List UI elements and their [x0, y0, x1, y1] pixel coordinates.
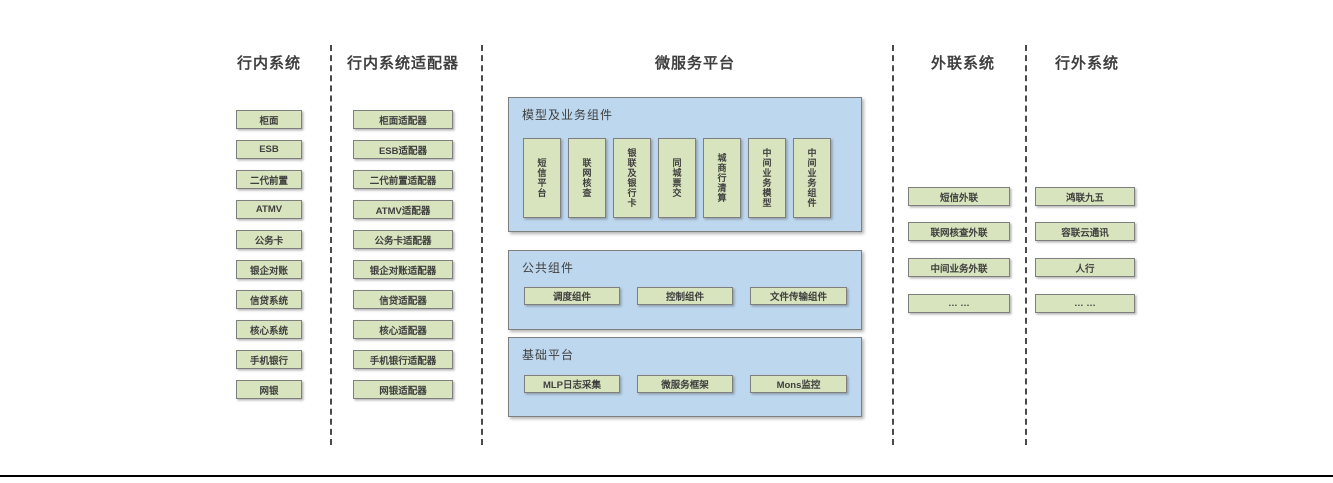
- outreach-system-box: … …: [908, 294, 1010, 313]
- column-header-external-systems: 行外系统: [1054, 55, 1119, 72]
- internal-system-box: 手机银行: [236, 350, 302, 369]
- model-component-box: 城商行清算: [703, 138, 741, 218]
- bottom-rule: [0, 475, 1333, 477]
- adapter-box: 核心适配器: [353, 320, 453, 339]
- dashed-separator-4: [1025, 45, 1027, 445]
- dashed-separator-2: [481, 45, 483, 445]
- internal-system-box: 银企对账: [236, 260, 302, 279]
- outreach-system-box: 联网核查外联: [908, 222, 1010, 241]
- internal-system-box: 核心系统: [236, 320, 302, 339]
- common-component-box: 调度组件: [524, 287, 620, 305]
- base-component-box: MLP日志采集: [524, 375, 620, 393]
- adapter-box: 手机银行适配器: [353, 350, 453, 369]
- model-component-box: 短信平台: [523, 138, 561, 218]
- column-header-internal-systems: 行内系统: [236, 55, 301, 72]
- internal-system-box: ATMV: [236, 200, 302, 219]
- adapter-box: 网银适配器: [353, 380, 453, 399]
- model-component-box: 银联及银行卡: [613, 138, 651, 218]
- adapter-box: 柜面适配器: [353, 110, 453, 129]
- internal-system-box: 柜面: [236, 110, 302, 129]
- dashed-separator-1: [330, 45, 332, 445]
- model-component-box: 中间业务组件: [793, 138, 831, 218]
- panel-common-title: 公共组件: [522, 261, 575, 275]
- internal-system-box: 二代前置: [236, 170, 302, 189]
- adapter-box: 二代前置适配器: [353, 170, 453, 189]
- external-system-box: … …: [1035, 294, 1135, 313]
- outreach-system-box: 短信外联: [908, 187, 1010, 206]
- adapter-box: ESB适配器: [353, 140, 453, 159]
- column-header-outreach-systems: 外联系统: [930, 55, 995, 72]
- adapter-box: 银企对账适配器: [353, 260, 453, 279]
- base-component-box: 微服务框架: [637, 375, 733, 393]
- internal-system-box: ESB: [236, 140, 302, 159]
- common-component-box: 文件传输组件: [750, 287, 847, 305]
- external-system-box: 容联云通讯: [1035, 222, 1135, 241]
- model-component-box: 中间业务模型: [748, 138, 786, 218]
- external-system-box: 人行: [1035, 258, 1135, 277]
- adapter-box: 公务卡适配器: [353, 230, 453, 249]
- model-component-box: 同城票交: [658, 138, 696, 218]
- model-component-box: 联网核查: [568, 138, 606, 218]
- external-system-box: 鸿联九五: [1035, 187, 1135, 206]
- dashed-separator-3: [892, 45, 894, 445]
- panel-model-title: 模型及业务组件: [522, 108, 614, 122]
- panel-base-title: 基础平台: [522, 348, 575, 362]
- column-header-microservice-platform: 微服务平台: [654, 55, 735, 72]
- adapter-box: ATMV适配器: [353, 200, 453, 219]
- adapter-box: 信贷适配器: [353, 290, 453, 309]
- common-component-box: 控制组件: [637, 287, 733, 305]
- column-header-internal-adapters: 行内系统适配器: [346, 55, 459, 72]
- outreach-system-box: 中间业务外联: [908, 258, 1010, 277]
- base-component-box: Mons监控: [750, 375, 847, 393]
- internal-system-box: 信贷系统: [236, 290, 302, 309]
- internal-system-box: 公务卡: [236, 230, 302, 249]
- internal-system-box: 网银: [236, 380, 302, 399]
